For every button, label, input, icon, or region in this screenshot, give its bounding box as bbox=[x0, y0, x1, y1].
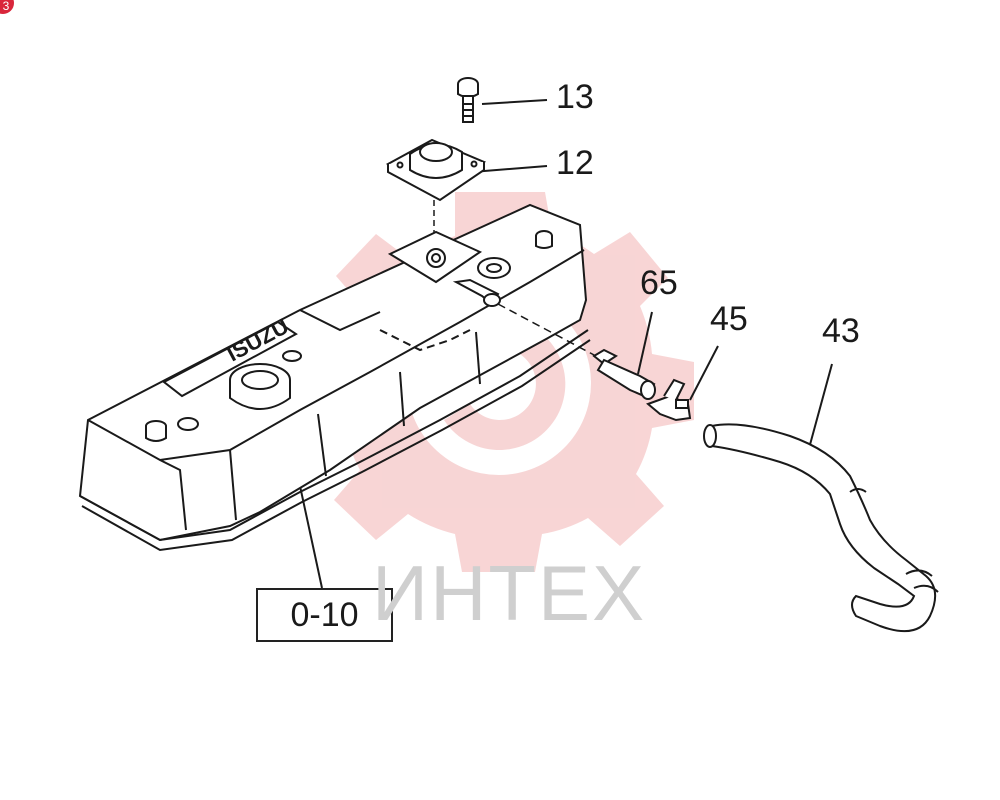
cap-12 bbox=[385, 138, 487, 202]
clip-45 bbox=[646, 378, 692, 422]
callout-45: 45 bbox=[710, 300, 748, 338]
bolt-13 bbox=[457, 77, 479, 123]
corner-badge-icon: 3 bbox=[0, 0, 14, 14]
hose-43 bbox=[703, 423, 939, 633]
callout-13: 13 bbox=[556, 78, 594, 116]
leader-lines bbox=[299, 99, 833, 589]
watermark-label: ИНТЕХ bbox=[372, 549, 647, 637]
valve-cover bbox=[78, 203, 591, 552]
callout-12: 12 bbox=[556, 144, 594, 182]
pipe-65 bbox=[592, 348, 656, 400]
callout-43: 43 bbox=[822, 312, 860, 350]
reference-box: 0-10 bbox=[256, 588, 393, 642]
callout-65: 65 bbox=[640, 264, 678, 302]
